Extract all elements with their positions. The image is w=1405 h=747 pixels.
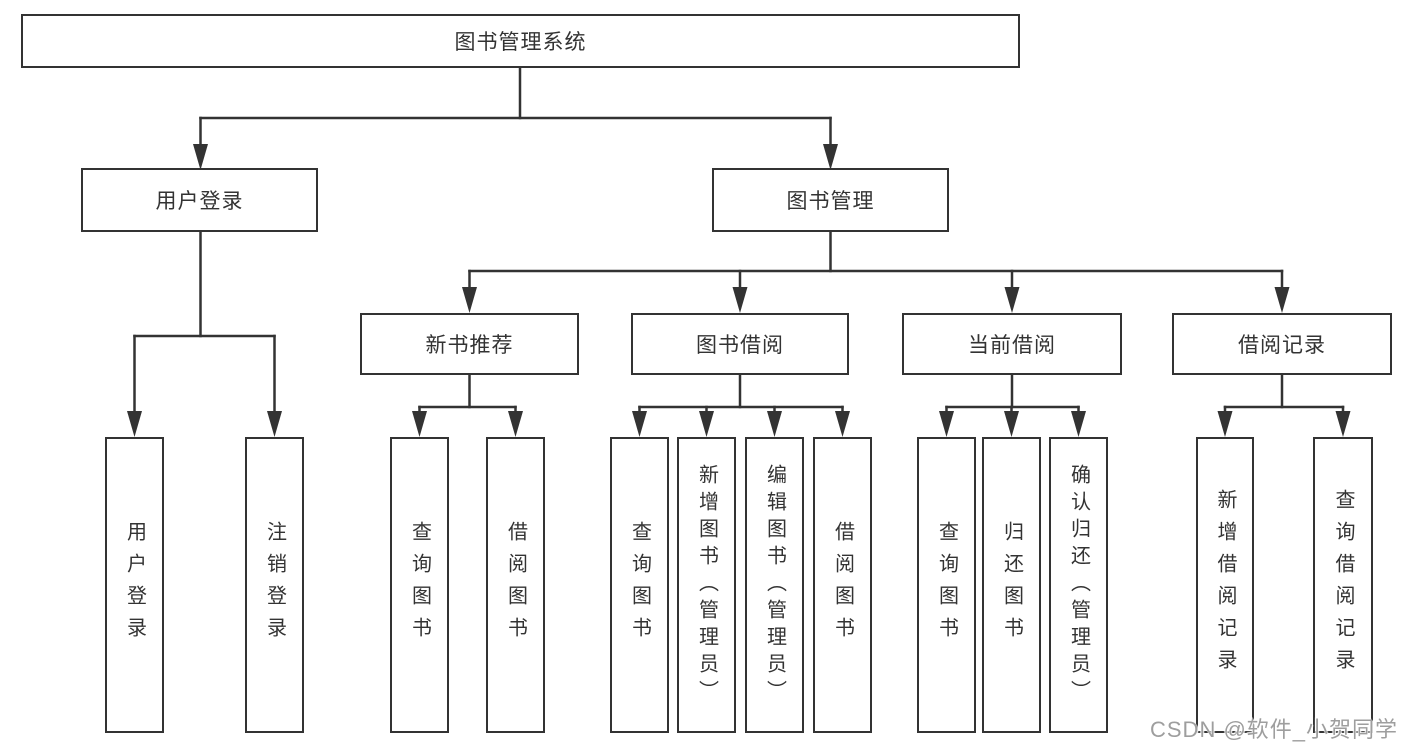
leaf-add-borrowing-record-label: 新增借阅记录 <box>1214 489 1236 681</box>
leaf-user-login-label: 用户登录 <box>123 521 146 649</box>
watermark: CSDN @软件_小贺同学 <box>1150 717 1399 742</box>
arrowhead-icon <box>1004 411 1019 437</box>
leaf-query-books-current-label: 查询图书 <box>935 521 958 649</box>
arrowhead-icon <box>508 411 523 437</box>
leaf-borrow-books-borrowing-label: 借阅图书 <box>831 521 854 649</box>
node-new-book-recommend-label: 新书推荐 <box>425 334 514 357</box>
leaf-add-books-admin: 新增图书（管理员） <box>677 437 736 733</box>
leaf-query-borrowing-record-label: 查询借阅记录 <box>1332 489 1354 681</box>
leaf-logout: 注销登录 <box>245 437 304 733</box>
leaf-add-books-admin-label: 新增图书（管理员） <box>695 463 718 707</box>
arrowhead-icon <box>1217 411 1233 437</box>
leaf-confirm-return-admin: 确认归还（管理员） <box>1049 437 1108 733</box>
leaf-logout-label: 注销登录 <box>263 521 286 649</box>
arrowhead-icon <box>127 411 142 437</box>
leaf-query-books-recommend: 查询图书 <box>390 437 449 733</box>
node-borrowing-records: 借阅记录 <box>1172 313 1392 375</box>
node-book-borrowing: 图书借阅 <box>631 313 849 375</box>
leaf-user-login: 用户登录 <box>105 437 164 733</box>
arrowhead-icon <box>632 411 647 437</box>
arrowhead-icon <box>462 287 477 313</box>
arrowhead-icon <box>835 411 850 437</box>
leaf-confirm-return-admin-label: 确认归还（管理员） <box>1067 463 1090 707</box>
node-library-management-system-label: 图书管理系统 <box>454 31 587 54</box>
leaf-query-books-current: 查询图书 <box>917 437 976 733</box>
node-book-management: 图书管理 <box>712 168 949 232</box>
leaf-borrow-books-recommend-label: 借阅图书 <box>504 521 527 649</box>
leaf-query-books-recommend-label: 查询图书 <box>408 521 431 649</box>
arrowhead-icon <box>732 287 748 313</box>
arrowhead-icon <box>1071 411 1086 437</box>
leaf-query-books-borrowing: 查询图书 <box>610 437 669 733</box>
arrowhead-icon <box>823 144 838 170</box>
arrowhead-icon <box>267 411 282 437</box>
node-current-borrowing-label: 当前借阅 <box>968 334 1056 357</box>
node-book-management-label: 图书管理 <box>786 190 875 213</box>
leaf-add-borrowing-record: 新增借阅记录 <box>1196 437 1254 733</box>
arrowhead-icon <box>767 411 782 437</box>
node-borrowing-records-label: 借阅记录 <box>1238 334 1326 357</box>
leaf-return-books: 归还图书 <box>982 437 1041 733</box>
arrowhead-icon <box>1274 287 1290 313</box>
leaf-query-books-borrowing-label: 查询图书 <box>628 521 651 649</box>
arrowhead-icon <box>193 144 208 170</box>
node-library-management-system: 图书管理系统 <box>21 14 1020 68</box>
node-book-borrowing-label: 图书借阅 <box>696 334 784 357</box>
leaf-borrow-books-borrowing: 借阅图书 <box>813 437 872 733</box>
arrowhead-icon <box>939 411 954 437</box>
leaf-edit-books-admin-label: 编辑图书（管理员） <box>763 463 786 707</box>
arrowhead-icon <box>412 411 427 437</box>
leaf-borrow-books-recommend: 借阅图书 <box>486 437 545 733</box>
arrowhead-icon <box>1004 287 1020 313</box>
leaf-query-borrowing-record: 查询借阅记录 <box>1313 437 1373 733</box>
node-user-login: 用户登录 <box>81 168 318 232</box>
node-current-borrowing: 当前借阅 <box>902 313 1122 375</box>
leaf-edit-books-admin: 编辑图书（管理员） <box>745 437 804 733</box>
node-new-book-recommend: 新书推荐 <box>360 313 579 375</box>
arrowhead-icon <box>699 411 714 437</box>
leaf-return-books-label: 归还图书 <box>1000 521 1023 649</box>
node-user-login-label: 用户登录 <box>155 190 244 213</box>
arrowhead-icon <box>1335 411 1351 437</box>
